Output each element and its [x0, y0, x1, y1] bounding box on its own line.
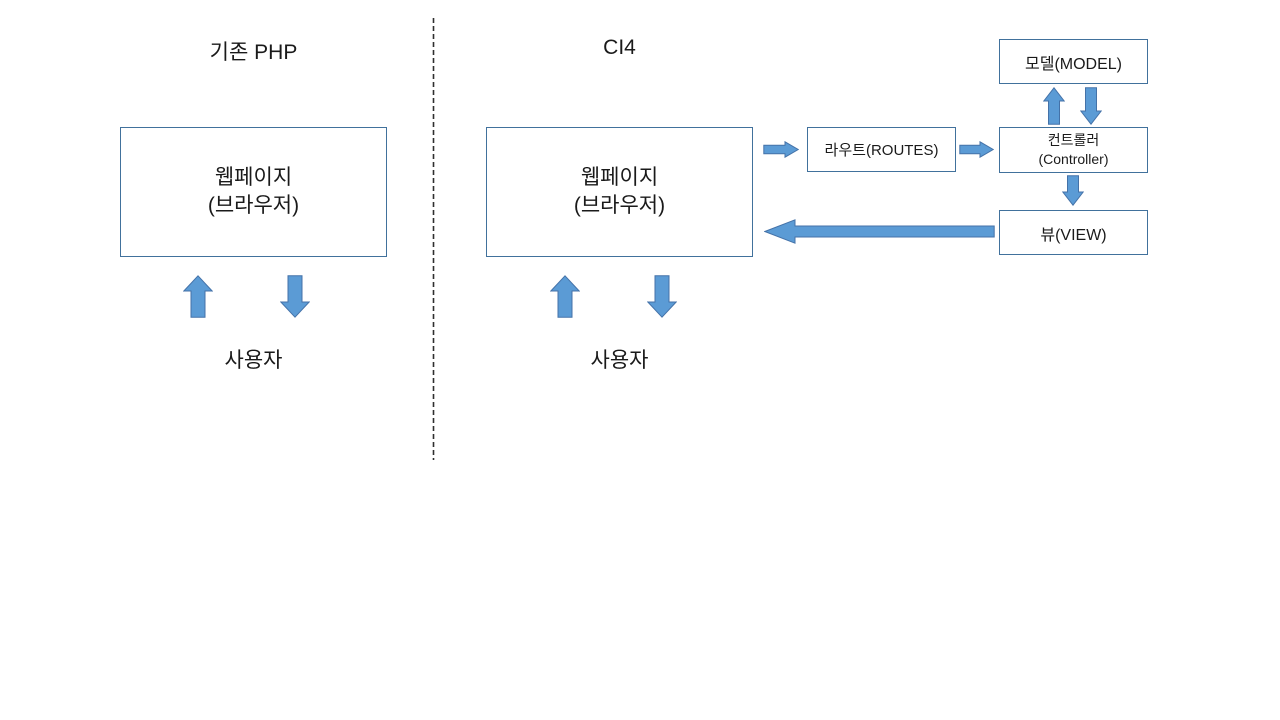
model-box: 모델(MODEL) — [999, 39, 1148, 84]
left-user-label: 사용자 — [224, 349, 283, 372]
ci4-webpage-box-line2: (브라우저) — [573, 194, 666, 217]
left-user-down-arrow-icon — [280, 275, 310, 318]
controller-to-view-down-arrow-icon — [1062, 175, 1084, 206]
left-webpage-box-line2: (브라우저) — [207, 194, 300, 217]
routes-box-label: 라우트(ROUTES) — [824, 142, 939, 159]
controller-box-line1: 컨트롤러 — [1047, 132, 1100, 148]
controller-box-line2: (Controller) — [1038, 151, 1109, 167]
panel-divider-dashed-line-icon — [432, 18, 435, 460]
routes-box: 라우트(ROUTES) — [807, 127, 956, 172]
right-panel-title: CI4 — [603, 36, 636, 59]
left-user-up-arrow-icon — [183, 275, 213, 318]
ci4-user-label: 사용자 — [590, 349, 649, 372]
controller-box: 컨트롤러 (Controller) — [999, 127, 1148, 173]
ci4-webpage-box-line1: 웹페이지 — [580, 166, 659, 189]
view-box-label: 뷰(VIEW) — [1040, 226, 1107, 244]
ci4-user-down-arrow-icon — [647, 275, 677, 318]
ci4-webpage-box: 웹페이지 (브라우저) — [486, 127, 753, 257]
model-to-controller-down-arrow-icon — [1080, 87, 1102, 125]
view-box: 뷰(VIEW) — [999, 210, 1148, 255]
routes-to-controller-right-arrow-icon — [959, 141, 994, 158]
left-panel-title: 기존 PHP — [209, 41, 298, 64]
left-webpage-box: 웹페이지 (브라우저) — [120, 127, 387, 257]
view-to-webpage-left-arrow-icon — [764, 219, 995, 244]
left-webpage-box-line1: 웹페이지 — [214, 166, 293, 189]
ci4-user-up-arrow-icon — [550, 275, 580, 318]
controller-to-model-up-arrow-icon — [1043, 87, 1065, 125]
model-box-label: 모델(MODEL) — [1025, 55, 1122, 73]
webpage-to-routes-right-arrow-icon — [763, 141, 799, 158]
